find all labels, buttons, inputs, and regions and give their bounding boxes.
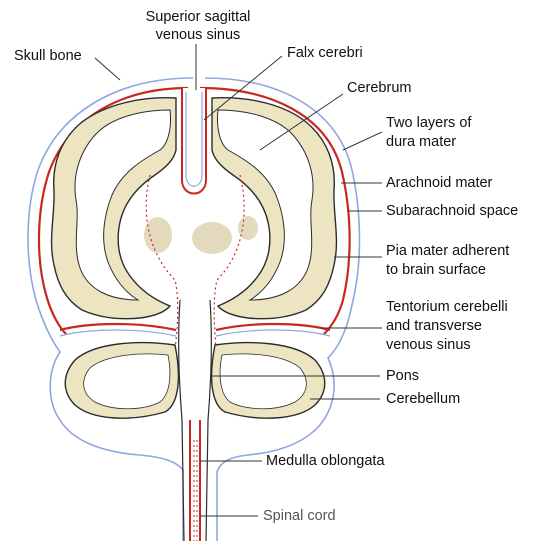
label-falx-cerebri: Falx cerebri [287, 44, 363, 62]
label-arachnoid-mater: Arachnoid mater [386, 174, 492, 192]
leader-dura-mater [343, 132, 382, 150]
label-pia-line1: Pia mater adherent [386, 242, 509, 260]
transverse-sinus-line [60, 330, 330, 336]
label-pia-line2: to brain surface [386, 261, 486, 279]
label-spinal-cord: Spinal cord [263, 507, 336, 525]
label-pons: Pons [386, 367, 419, 385]
label-cerebellum: Cerebellum [386, 390, 460, 408]
label-superior-sagittal-line1: Superior sagittal [118, 8, 278, 26]
leader-skull-bone [95, 58, 120, 80]
ventricle-right [192, 222, 232, 254]
brainstem-outline [179, 300, 212, 541]
label-tentorium-line1: Tentorium cerebelli [386, 298, 508, 316]
spinal-arachnoid-dots [194, 440, 197, 541]
spinal-dura-lines [190, 420, 200, 541]
label-dura-line1: Two layers of [386, 114, 471, 132]
label-tentorium-line3: venous sinus [386, 336, 471, 354]
ventricle-left [144, 217, 172, 253]
label-dura-line2: dura mater [386, 133, 456, 151]
label-subarachnoid-space: Subarachnoid space [386, 202, 518, 220]
tentorium-cerebelli [60, 324, 330, 330]
label-skull-bone: Skull bone [14, 47, 82, 65]
label-cerebrum: Cerebrum [347, 79, 411, 97]
label-superior-sagittal-line2: venous sinus [118, 26, 278, 44]
label-medulla-oblongata: Medulla oblongata [266, 452, 385, 470]
label-tentorium-line2: and transverse [386, 317, 482, 335]
